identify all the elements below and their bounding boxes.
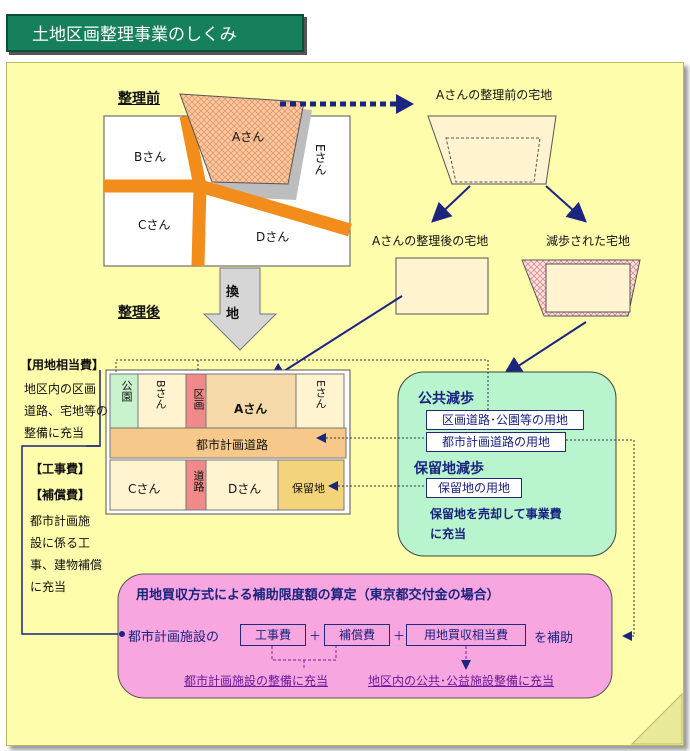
land-cost-header: 【用地相当費】 <box>20 358 105 372</box>
before-lot-a: Aさん <box>232 130 265 144</box>
after-lot-b: Bさん <box>154 380 167 410</box>
before-lot-b: Bさん <box>134 150 167 164</box>
work-cost-header: 【工事費】 <box>30 462 91 476</box>
after-city-road: 都市計画道路 <box>196 438 269 452</box>
replot-char-1: 換 <box>226 285 240 300</box>
land-cost-line-3: 整備に充当 <box>24 426 85 440</box>
work-cost-line-1: 都市計画施 <box>30 514 91 528</box>
before-map <box>103 93 352 267</box>
after-reserve: 保留地 <box>292 482 325 495</box>
work-cost-line-3: 事、建物補償 <box>30 558 103 572</box>
plus-1: ＋ <box>309 629 322 643</box>
reserve-note: 保留地を売却して事業費 に充当 <box>430 504 562 544</box>
public-facility-note: 地区内の公共･公益施設整備に充当 <box>368 674 555 688</box>
after-road: 道路 <box>192 470 205 492</box>
after-header: 整理後 <box>118 305 160 321</box>
after-park: 公園 <box>120 380 133 402</box>
after-lot-c: Cさん <box>128 482 161 496</box>
work-cost-text: 都市計画施 設に係る工 事、建物補償 に充当 <box>30 510 102 598</box>
public-item-roads-parks: 区画道路･公園等の用地 <box>426 410 584 430</box>
work-cost-box: 工事費 <box>240 624 306 646</box>
after-lot-d: Dさん <box>228 482 262 496</box>
replot-label: 換 地 <box>226 282 239 326</box>
reserve-item: 保留地の用地 <box>426 478 522 498</box>
work-cost-line-4: に充当 <box>30 580 67 594</box>
before-lot-c: Cさん <box>138 218 171 232</box>
plus-2: ＋ <box>393 629 406 643</box>
lot-before-title: Aさんの整理前の宅地 <box>436 88 553 102</box>
after-map <box>105 369 351 515</box>
subsidy-label: を補助 <box>534 631 574 646</box>
public-reduction-title: 公共減歩 <box>418 391 474 407</box>
after-lot-e: Eさん <box>314 380 327 409</box>
lot-reduced-title: 減歩された宅地 <box>546 234 631 248</box>
replot-char-2: 地 <box>226 307 240 322</box>
subsidy-title: 用地買収方式による補助限度額の算定（東京都交付金の場合） <box>136 588 500 603</box>
facility-note: 都市計画施設の整備に充当 <box>184 674 329 688</box>
lot-after-title: Aさんの整理後の宅地 <box>372 234 489 248</box>
land-cost-line-1: 地区内の区画 <box>24 382 97 396</box>
before-header: 整理前 <box>118 91 160 107</box>
comp-cost-box: 補償費 <box>324 624 390 646</box>
reserve-reduction-title: 保留地減歩 <box>414 461 484 477</box>
before-lot-e: Eさん <box>313 144 327 176</box>
before-lot-d: Dさん <box>256 230 290 244</box>
work-cost-line-2: 設に係る工 <box>30 536 91 550</box>
reserve-note-line-2: に充当 <box>430 527 467 541</box>
public-item-city-road: 都市計画道路の用地 <box>426 432 566 452</box>
land-cost-box: 用地買収相当費 <box>406 624 526 646</box>
comp-cost-header: 【補償費】 <box>30 488 91 502</box>
after-kukaku-road: 区画 <box>192 388 205 410</box>
land-cost-line-2: 道路、宅地等の <box>24 404 109 418</box>
land-cost-text: 地区内の区画 道路、宅地等の 整備に充当 <box>24 378 108 444</box>
reserve-note-line-1: 保留地を売却して事業費 <box>430 507 562 521</box>
facility-label: 都市計画施設の <box>128 630 220 645</box>
page-title: 土地区画整理事業のしくみ <box>6 14 304 52</box>
after-lot-a: Aさん <box>234 402 268 416</box>
